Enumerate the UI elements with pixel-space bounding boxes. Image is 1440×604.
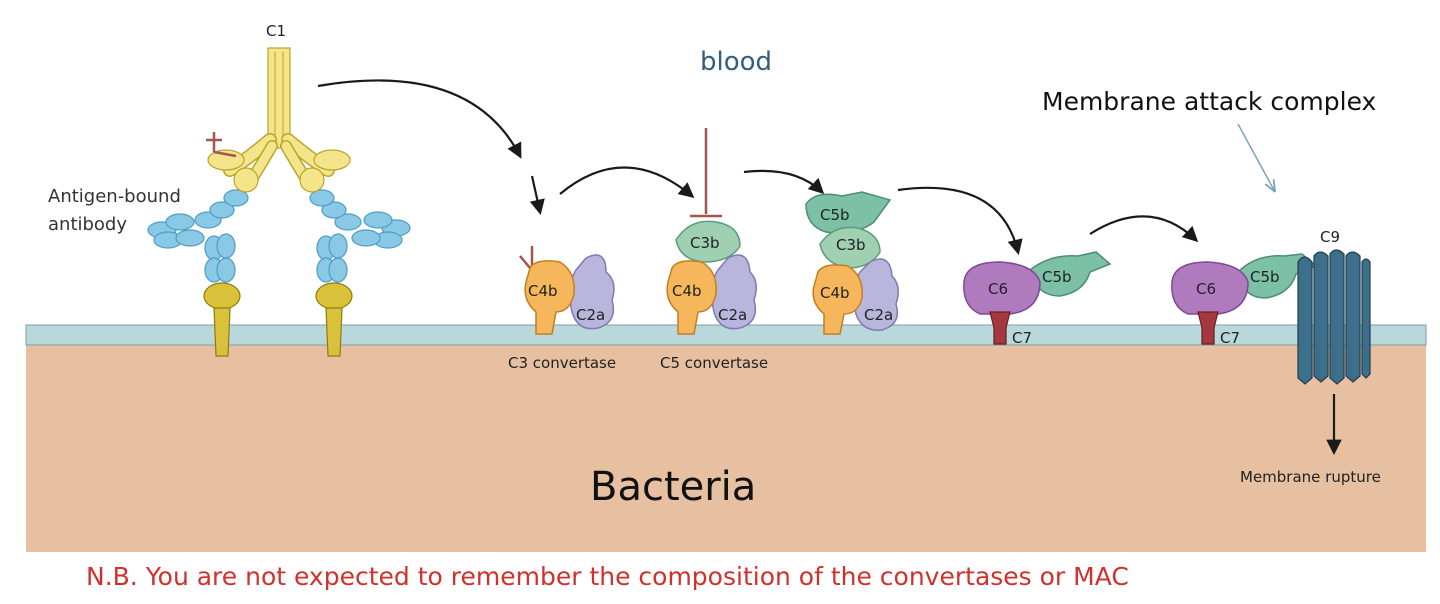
label-c6-1: C6 [988,280,1008,298]
c1-antibody-complex [147,47,411,357]
label-mac: Membrane attack complex [1042,87,1376,116]
label-blood: blood [700,47,772,77]
label-c7-1: C7 [1012,329,1032,347]
label-c3b-1: C3b [690,234,720,252]
label-antigen-line2: antibody [48,214,127,235]
c3-convertase-group [519,246,615,335]
c1-molecule [207,47,351,193]
arrow-c3-to-c5 [559,166,695,198]
label-c3b-2: C3b [836,236,866,254]
label-c4b-2: C4b [672,282,702,300]
antibody-left [147,189,249,357]
arrow-c5b-to-c6 [897,186,1023,255]
antibody-right [309,189,411,357]
arrow-c6-to-mac [1089,215,1199,243]
label-c4b-3: C4b [820,284,850,302]
label-c6-2: C6 [1196,280,1216,298]
label-antigen-line1: Antigen-bound [48,186,181,207]
inhibitor-bar-c5 [690,128,722,218]
label-c3-convertase: C3 convertase [508,354,616,372]
label-bacteria: Bacteria [590,464,756,510]
arrow-c1-to-c3conv-2 [529,175,545,216]
label-c5b-1: C5b [820,206,850,224]
label-c9: C9 [1320,228,1340,246]
mac-group [1171,249,1371,385]
c9-pore [1297,249,1371,385]
label-c1: C1 [266,22,286,40]
label-c5b-2: C5b [1042,268,1072,286]
c5b-cleavage-group [805,191,899,335]
label-membrane-rupture: Membrane rupture [1240,468,1381,486]
inhibitor-mark-c1 [206,132,237,158]
label-c5-convertase: C5 convertase [660,354,768,372]
arrow-c5-to-c5b [743,169,825,195]
label-c2a-3: C2a [864,306,893,324]
arrow-c1-to-c3conv [317,79,522,159]
label-c5b-3: C5b [1250,268,1280,286]
bacteria-body [26,344,1426,552]
arrow-mac-label [1237,123,1274,190]
c5-convertase-group [666,220,757,335]
label-c4b-1: C4b [528,282,558,300]
label-c2a-2: C2a [718,306,747,324]
label-c2a-1: C2a [576,306,605,324]
label-c7-2: C7 [1220,329,1240,347]
c6-c7-c5b-group [963,251,1112,345]
footnote: N.B. You are not expected to remember th… [86,562,1129,591]
